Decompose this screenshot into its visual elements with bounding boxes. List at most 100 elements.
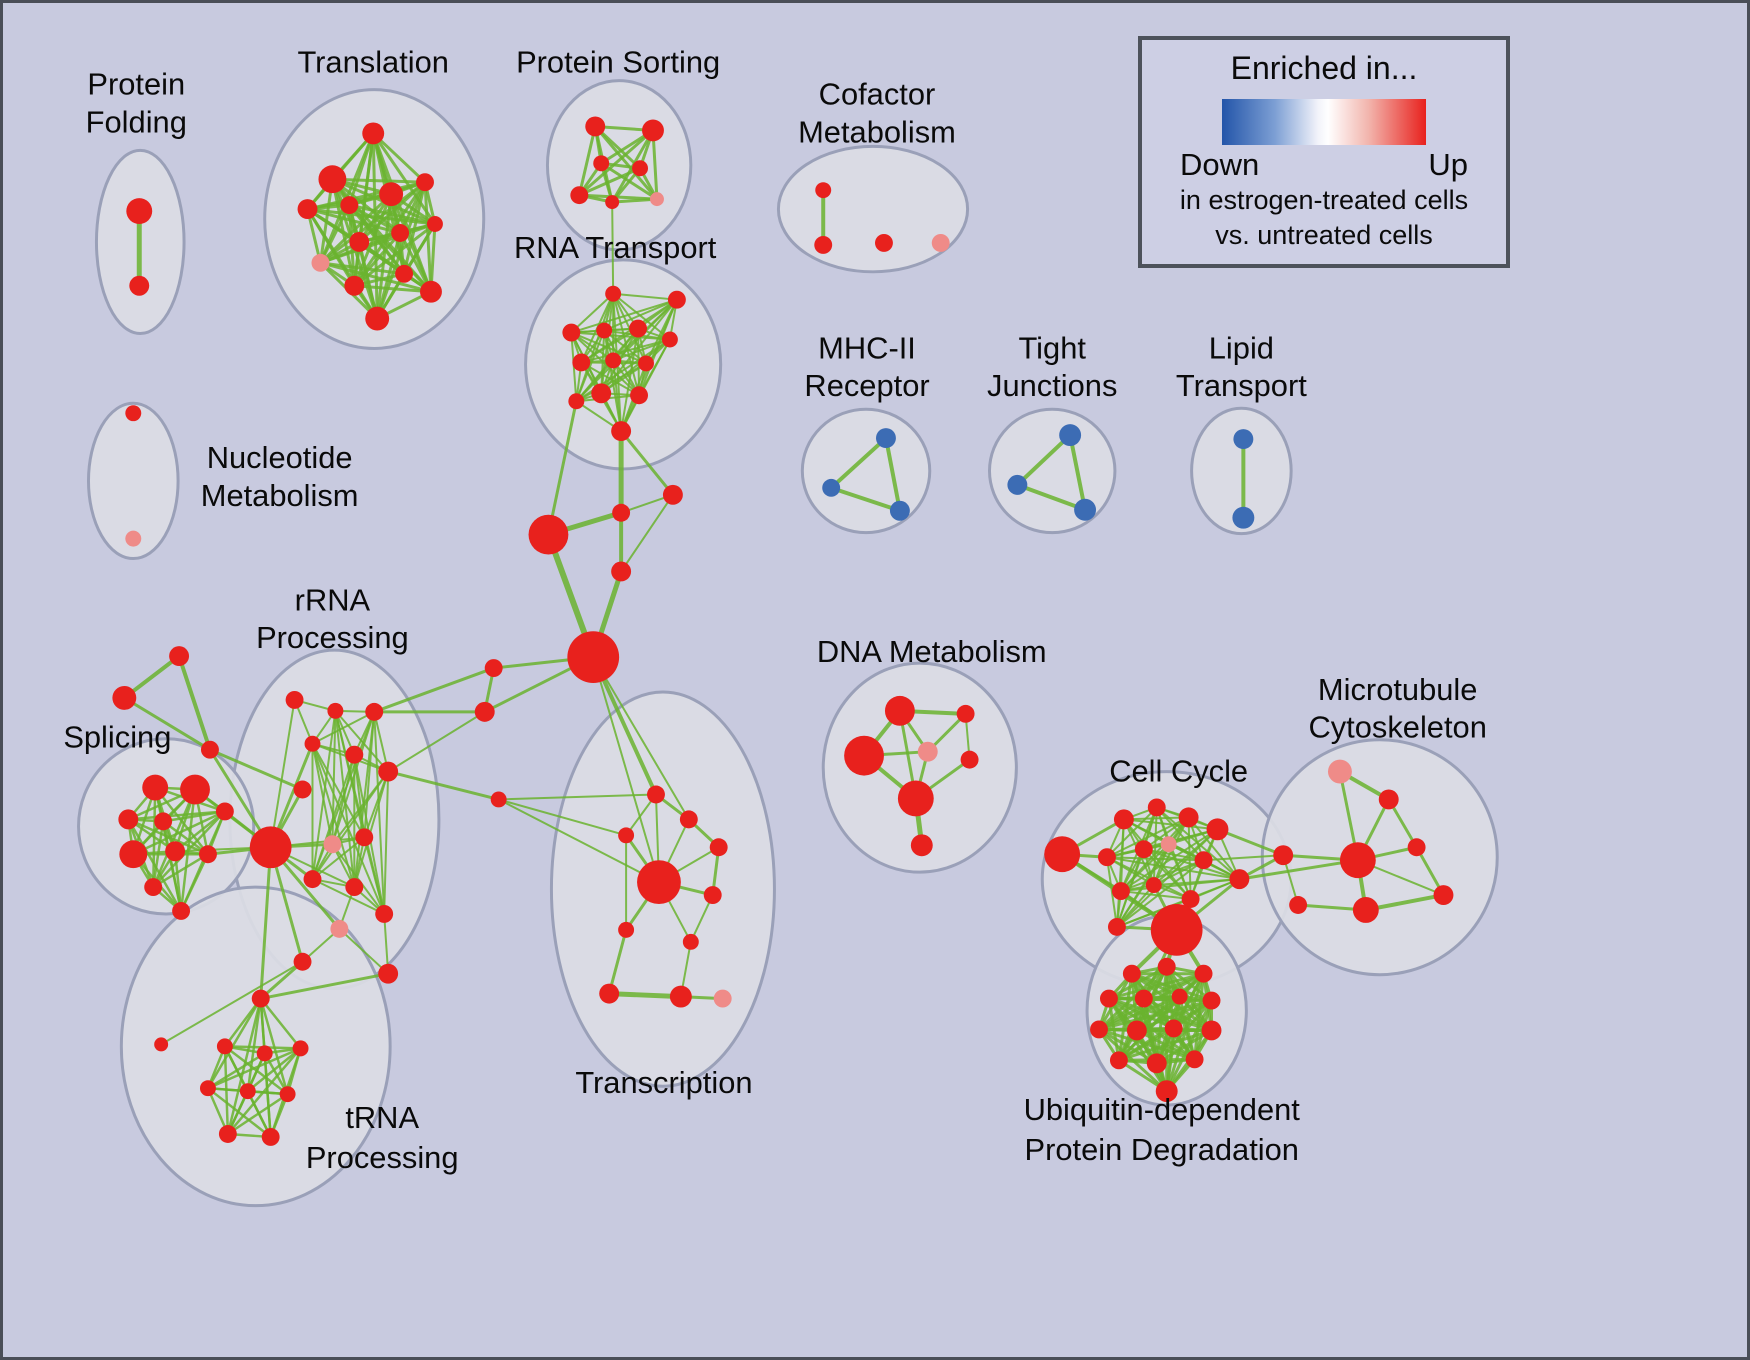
edge-cc11-cc12 (1152, 878, 1241, 887)
node-cc1 (1044, 836, 1081, 873)
edge-rr6-rr11 (311, 770, 390, 881)
node-pf1 (126, 198, 153, 225)
node-t2 (318, 165, 347, 194)
node-sp1 (142, 774, 169, 801)
edge-cc9-cc11 (1152, 859, 1205, 887)
edge-cc9-mc3 (1202, 854, 1285, 862)
legend-caption-line2: vs. untreated cells (1215, 220, 1433, 251)
node-rr6 (378, 761, 399, 782)
node-rb (249, 826, 292, 869)
edge-rr3-rr4 (311, 710, 376, 745)
edge-hb-tx5 (592, 656, 660, 884)
edge-rr4-rr10 (311, 742, 366, 839)
edge-ps6-rt1 (611, 201, 615, 295)
legend-caption-line1: in estrogen-treated cells (1179, 185, 1469, 215)
node-mc5 (1407, 838, 1426, 857)
edge-t10-t13 (318, 261, 433, 294)
edge-mh1-mh3 (883, 436, 902, 513)
edge-t4-t7 (347, 203, 437, 226)
node-t6 (416, 173, 434, 192)
cluster-label-trna-processing: tRNA (345, 1100, 419, 1135)
edge-rr3-rr6 (373, 710, 390, 773)
cluster-label-tight-junctions: Tight (1018, 330, 1086, 365)
node-rt11 (630, 386, 649, 405)
node-hb (567, 631, 620, 683)
edge-tj1-tj2 (1015, 433, 1073, 487)
node-tx12 (713, 989, 732, 1008)
node-rr10 (355, 828, 374, 847)
node-cc15 (1107, 917, 1126, 936)
edge-rt4-rt12 (575, 329, 606, 403)
edge-cc5-cc10 (1119, 828, 1219, 893)
node-tr7 (279, 1086, 296, 1103)
edge-cc10-cc13 (1119, 890, 1192, 901)
edge-cc11-cc15 (1115, 884, 1155, 928)
node-t14 (365, 306, 390, 331)
edge-rt6-rt10 (600, 338, 671, 395)
edge-ex2-ex3 (177, 654, 212, 752)
node-ub6 (1171, 988, 1188, 1005)
edge-ti-rr15 (160, 960, 304, 1046)
node-rr4 (304, 735, 321, 752)
node-cm3 (875, 233, 893, 252)
edge-ub11-ub12 (1117, 1028, 1214, 1062)
edge-t10-t12 (318, 261, 406, 276)
node-sp8 (198, 845, 217, 864)
cluster-label-trna-processing: Processing (306, 1140, 459, 1175)
cluster-label-ubiquitin-degradation: Ubiquitin-dependent (1024, 1092, 1301, 1127)
edge-t8-t13 (398, 231, 433, 294)
node-tx7 (703, 886, 722, 905)
node-sp2 (180, 774, 210, 805)
cluster-label-mhc-ii-receptor: Receptor (804, 368, 929, 403)
node-dm7 (910, 834, 933, 857)
edge-h8-tx3 (497, 798, 628, 837)
edge-h8-tx5 (497, 798, 660, 884)
node-mh2 (822, 478, 841, 497)
node-ps7 (649, 192, 664, 207)
edge-rt5-rt7 (580, 327, 640, 364)
node-ub13 (1146, 1053, 1167, 1074)
edge-rt5-rt13 (620, 327, 640, 433)
cluster-mhc-ii-receptor (800, 407, 932, 535)
node-tr8 (218, 1125, 237, 1143)
edge-t5-t10 (318, 192, 393, 265)
edge-rt1-rt2 (612, 292, 678, 301)
node-rt13 (611, 421, 632, 442)
edge-mh2-mh3 (829, 485, 902, 513)
node-tj3 (1074, 498, 1097, 521)
edge-rr11-rr14 (311, 878, 386, 915)
node-ub11 (1201, 1020, 1222, 1041)
node-tx1 (647, 785, 665, 804)
edge-ub2-ub7 (1165, 965, 1214, 1003)
node-mh1 (875, 428, 896, 449)
cluster-label-rrna-processing: Processing (256, 620, 409, 655)
edge-rr6-rr12 (353, 770, 390, 889)
edge-ex1-ex3 (122, 696, 212, 752)
node-mh3 (889, 500, 910, 521)
node-nm2 (125, 530, 142, 547)
node-sp6 (119, 840, 148, 869)
node-dm5 (960, 750, 979, 769)
cluster-label-splicing: Splicing (63, 720, 171, 755)
node-rt3 (562, 323, 581, 342)
edge-rt1-rt3 (570, 292, 615, 334)
edge-cc9-cc15 (1115, 859, 1205, 928)
edge-ps2-ps5 (577, 128, 655, 197)
edge-ub10-ub12 (1117, 1026, 1176, 1062)
edge-ub7-ub15 (1165, 999, 1214, 1093)
node-ub3 (1194, 964, 1213, 983)
node-tr5 (199, 1080, 216, 1097)
edge-rt9-rt12 (575, 362, 648, 403)
edge-rr2-rr11 (311, 709, 337, 881)
edge-cc9-cc10 (1119, 859, 1205, 893)
node-sp4 (154, 812, 173, 831)
edge-rr5-rr9 (331, 753, 356, 846)
cluster-label-rrna-processing: rRNA (295, 582, 371, 617)
edge-ub11-ub13 (1155, 1028, 1214, 1065)
edge-tj1-tj3 (1068, 433, 1088, 512)
legend-up-label: Up (1428, 147, 1468, 182)
node-h4 (611, 561, 632, 582)
node-t1 (362, 122, 385, 145)
edge-rr6-h8 (386, 770, 501, 801)
